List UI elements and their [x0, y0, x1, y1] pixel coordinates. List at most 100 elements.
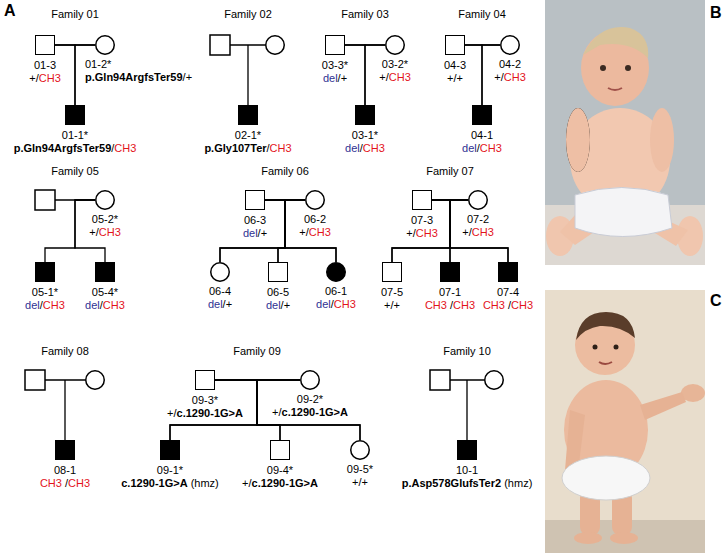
symbol-caption: 04-2+/CH3 — [494, 58, 526, 84]
pedigree-line — [432, 200, 508, 262]
genotype-part: + — [406, 227, 412, 239]
genotype-part: 09-2* — [297, 393, 323, 405]
symbol-caption: 05-1*del/CH3 — [25, 286, 65, 312]
male-symbol: 01-3+/CH3 — [35, 35, 55, 55]
genotype-part: CH3 — [270, 142, 292, 154]
genotype-part: 03-3* — [322, 59, 348, 71]
male-symbol: 06-3del/+ — [245, 190, 265, 210]
male-symbol: 05-1*del/CH3 — [35, 262, 55, 282]
individual-label: 04-1 — [462, 129, 502, 142]
individual-label: 06-3 — [243, 214, 267, 227]
individual-label: 05-2* — [89, 213, 121, 226]
symbol-caption: 09-1*c.1290-1G>A (hmz) — [121, 464, 219, 490]
female-symbol: 01-2*p.Gln94ArgfsTer59/+ — [95, 35, 115, 55]
genotype-part: c.1290-1G>A — [121, 477, 187, 489]
genotype-part: 06-3 — [244, 214, 266, 226]
genotype-part: CH3 — [40, 477, 62, 489]
male-symbol: 04-3+/+ — [445, 35, 465, 55]
symbol-caption: 02-1*p.Gly107Ter/CH3 — [204, 129, 291, 155]
male-symbol: 09-1*c.1290-1G>A (hmz) — [160, 440, 180, 460]
pedigree-line — [265, 200, 285, 262]
female-symbol: 07-2+/CH3 — [468, 190, 488, 210]
individual-label: del/+ — [266, 299, 290, 312]
female-outline — [385, 35, 405, 55]
genotype-part: 05-1* — [32, 286, 58, 298]
child-eye — [600, 65, 606, 71]
female-outline — [95, 35, 115, 55]
symbol-caption: 03-1*del/CH3 — [345, 129, 385, 155]
genotype-part: 06-2 — [304, 213, 326, 225]
individual-label: +/+ — [381, 299, 403, 312]
individual-label: 07-3 — [406, 214, 438, 227]
genotype-part: 01-2* — [85, 58, 111, 70]
symbol-caption: 05-2*+/CH3 — [89, 213, 121, 239]
individual-label: +/CH3 — [29, 72, 61, 85]
family-label: Family 09 — [233, 345, 281, 358]
genotype-part: (hmz) — [504, 477, 532, 489]
pedigree-line — [450, 200, 468, 262]
genotype-part: + — [462, 226, 468, 238]
individual-label: 03-2* — [379, 58, 411, 71]
genotype-part: + — [167, 407, 173, 419]
genotype-part: CH3 — [480, 142, 502, 154]
individual-label: 06-2 — [299, 213, 331, 226]
individual-label: 03-3* — [322, 59, 348, 72]
genotype-part: 09-5* — [347, 463, 373, 475]
individual-label: +/+ — [347, 476, 373, 489]
genotype-part: + — [447, 72, 453, 84]
genotype-part: 04-1 — [471, 129, 493, 141]
female-outline — [500, 35, 520, 55]
female-symbol: 06-4del/+ — [210, 262, 230, 282]
genotype-part: 10-1 — [456, 464, 478, 476]
symbol-caption: 05-4*del/CH3 — [85, 286, 125, 312]
male-symbol: 02-1*p.Gly107Ter/CH3 — [238, 105, 258, 125]
genotype-part: + — [186, 71, 192, 83]
symbol-caption: 06-3del/+ — [243, 214, 267, 240]
individual-label: +/c.1290-1G>A — [242, 477, 318, 490]
individual-label: 09-5* — [347, 463, 373, 476]
pedigree-line — [465, 45, 482, 105]
child-mouth — [599, 362, 612, 364]
genotype-part: 07-3 — [411, 214, 433, 226]
genotype-part: 01-3 — [34, 59, 56, 71]
individual-label: +/CH3 — [406, 227, 438, 240]
genotype-part: p.Gly107Ter — [204, 142, 266, 154]
genotype-part: p.Gln94ArgfsTer59 — [14, 142, 112, 154]
male-symbol: 04-1del/CH3 — [472, 105, 492, 125]
genotype-part: 06-5 — [267, 286, 289, 298]
female-symbol: 09-2*+/c.1290-1G>A — [300, 370, 320, 390]
genotype-part: p.Gln94ArgfsTer59 — [85, 71, 183, 83]
individual-label: 04-2 — [494, 58, 526, 71]
symbol-caption: 07-3+/CH3 — [406, 214, 438, 240]
female-outline — [210, 262, 230, 282]
male-symbol: 03-3*del/+ — [325, 35, 345, 55]
photo-background — [545, 290, 705, 553]
male-symbol: 07-1CH3 /CH3 — [440, 262, 460, 282]
female-symbol: 04-2+/CH3 — [500, 35, 520, 55]
individual-label: +/c.1290-1G>A — [167, 407, 243, 420]
individual-label: del/CH3 — [462, 142, 502, 155]
male-symbol: 07-3+/CH3 — [412, 190, 432, 210]
family-label: Family 01 — [51, 8, 99, 21]
individual-label: 01-3 — [29, 59, 61, 72]
child-arm — [566, 108, 590, 172]
child-diaper — [562, 456, 650, 500]
male-symbol: 07-4CH3 /CH3 — [498, 262, 518, 282]
symbol-caption: 10-1p.Asp578GlufsTer2 (hmz) — [402, 464, 533, 490]
genotype-part: + — [394, 299, 400, 311]
genotype-part: 07-4 — [497, 286, 519, 298]
female-symbol — [485, 371, 504, 390]
female-outline — [305, 190, 325, 210]
individual-label: del/CH3 — [25, 299, 65, 312]
genotype-part: c.1290-1G>A — [177, 407, 243, 419]
individual-label: 07-5 — [381, 286, 403, 299]
female-circle — [211, 263, 230, 282]
genotype-part: CH3 — [363, 142, 385, 154]
individual-label: 10-1 — [402, 464, 533, 477]
genotype-part: CH3 — [511, 299, 533, 311]
individual-label: 01-2* — [85, 58, 192, 71]
photo-background — [545, 0, 705, 265]
individual-label: c.1290-1G>A (hmz) — [121, 477, 219, 490]
genotype-part: 05-2* — [92, 213, 118, 225]
pedigree-line — [450, 380, 485, 440]
